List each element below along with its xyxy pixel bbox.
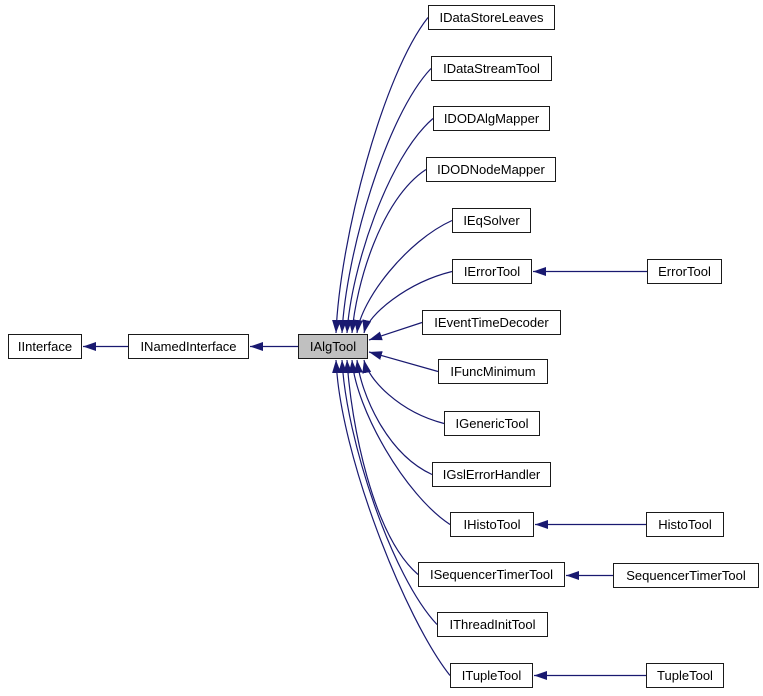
class-node-tupletool[interactable]: TupleTool: [646, 663, 724, 688]
class-node-isequencertimertool[interactable]: ISequencerTimerTool: [418, 562, 565, 587]
class-node-itupletool[interactable]: ITupleTool: [450, 663, 533, 688]
class-node-idatastoreleaves[interactable]: IDataStoreLeaves: [428, 5, 555, 30]
class-node-ieqsolver[interactable]: IEqSolver: [452, 208, 531, 233]
class-node-idatastreamtool[interactable]: IDataStreamTool: [431, 56, 552, 81]
class-node-label: INamedInterface: [140, 339, 237, 354]
class-node-igslerrorhandler[interactable]: IGslErrorHandler: [432, 462, 551, 487]
class-node-igenerictool[interactable]: IGenericTool: [444, 411, 540, 436]
class-node-label: IEqSolver: [463, 213, 520, 228]
inheritance-edge-ieqsolver-to-ialgtool: [354, 219, 453, 334]
class-node-label: IAlgTool: [309, 339, 357, 354]
inheritance-edge-idodnodemapper-to-ialgtool: [348, 168, 427, 334]
class-node-label: IFuncMinimum: [450, 364, 536, 379]
inheritance-edge-ihistotool-to-ialgtool: [348, 359, 451, 526]
class-node-sequencertimertool[interactable]: SequencerTimerTool: [613, 563, 759, 588]
class-node-iinterface[interactable]: IInterface: [8, 334, 82, 359]
inheritance-edge-idatastoreleaves-to-ialgtool: [332, 17, 429, 334]
class-node-label: IDODNodeMapper: [437, 162, 545, 177]
inheritance-edge-idodalgmapper-to-ialgtool: [343, 118, 434, 334]
inheritance-edge-igenerictool-to-ialgtool: [362, 359, 445, 425]
class-node-idodnodemapper[interactable]: IDODNodeMapper: [426, 157, 556, 182]
class-node-ierrortool[interactable]: IErrorTool: [452, 259, 532, 284]
inheritance-edge-igslerrorhandler-to-ialgtool: [354, 359, 433, 476]
class-node-label: HistoTool: [658, 517, 712, 532]
class-node-label: SequencerTimerTool: [626, 568, 746, 583]
inheritance-edge-ierrortool-to-ialgtool: [362, 270, 453, 334]
class-node-label: ErrorTool: [658, 264, 711, 279]
inheritance-edge-itupletool-to-ialgtool: [332, 359, 451, 676]
inheritance-edge-ifuncminimum-to-ialgtool: [368, 351, 439, 373]
class-node-ieventtimedecoder[interactable]: IEventTimeDecoder: [422, 310, 561, 335]
class-node-label: IDataStreamTool: [443, 61, 540, 76]
inheritance-edge-ithreadinittool-to-ialgtool: [338, 359, 438, 625]
class-node-ialgtool[interactable]: IAlgTool: [298, 334, 368, 359]
class-node-label: IInterface: [17, 339, 73, 354]
class-node-ihistotool[interactable]: IHistoTool: [450, 512, 534, 537]
inheritance-edge-isequencertimertool-to-ialgtool: [343, 359, 419, 575]
class-node-label: IHistoTool: [463, 517, 521, 532]
class-node-label: IErrorTool: [463, 264, 521, 279]
class-node-label: IGenericTool: [455, 416, 529, 431]
inheritance-edge-ieventtimedecoder-to-ialgtool: [368, 321, 423, 341]
class-node-ifuncminimum[interactable]: IFuncMinimum: [438, 359, 548, 384]
class-node-idodalgmapper[interactable]: IDODAlgMapper: [433, 106, 550, 131]
class-node-label: IGslErrorHandler: [442, 467, 541, 482]
class-node-ithreadinittool[interactable]: IThreadInitTool: [437, 612, 548, 637]
class-node-inamedinterface[interactable]: INamedInterface: [128, 334, 249, 359]
class-node-label: IEventTimeDecoder: [434, 315, 549, 330]
class-node-histotool[interactable]: HistoTool: [646, 512, 724, 537]
class-node-label: TupleTool: [657, 668, 713, 683]
class-node-label: IDODAlgMapper: [443, 111, 540, 126]
class-node-label: ITupleTool: [461, 668, 522, 683]
inheritance-edge-idatastreamtool-to-ialgtool: [338, 68, 432, 334]
class-node-label: IThreadInitTool: [449, 617, 536, 632]
class-node-label: IDataStoreLeaves: [439, 10, 544, 25]
class-node-label: ISequencerTimerTool: [429, 567, 554, 582]
class-node-errortool[interactable]: ErrorTool: [647, 259, 722, 284]
